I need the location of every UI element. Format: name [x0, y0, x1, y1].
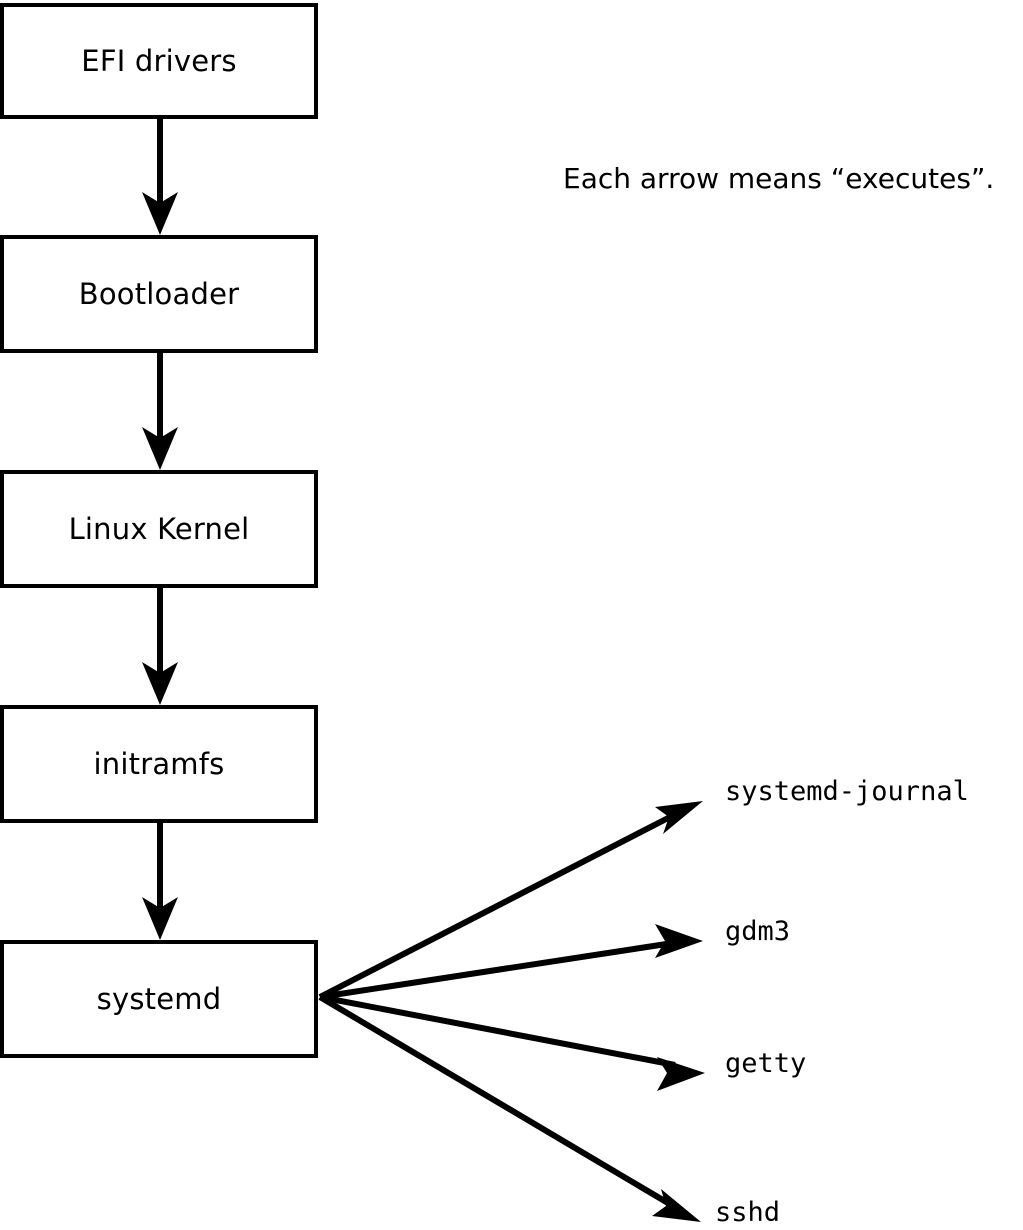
stage-box-bootloader[interactable]: Bootloader [0, 235, 318, 353]
arrow-systemd-to-gdm3 [319, 924, 703, 1000]
process-label-systemd-journal: systemd-journal [725, 776, 969, 807]
stage-box-efi-drivers[interactable]: EFI drivers [0, 3, 318, 119]
arrow-systemd-to-getty [319, 994, 705, 1091]
stage-label-linux-kernel: Linux Kernel [68, 511, 250, 546]
stage-box-initramfs[interactable]: initramfs [0, 705, 318, 823]
arrow-linux-kernel-to-initramfs [142, 588, 178, 705]
arrow-initramfs-to-systemd [142, 823, 178, 940]
stage-label-systemd: systemd [96, 981, 222, 1016]
stage-label-initramfs: initramfs [93, 746, 225, 781]
stage-box-linux-kernel[interactable]: Linux Kernel [0, 470, 318, 588]
arrow-systemd-to-sshd [318, 994, 701, 1222]
arrow-efi-drivers-to-bootloader [142, 119, 178, 235]
process-label-getty: getty [725, 1048, 807, 1079]
process-label-gdm3: gdm3 [725, 916, 791, 947]
stage-box-systemd[interactable]: systemd [0, 940, 318, 1058]
stage-label-efi-drivers: EFI drivers [81, 43, 237, 78]
arrow-systemd-to-systemd-journal [318, 801, 703, 1000]
stage-label-bootloader: Bootloader [78, 276, 240, 311]
arrow-bootloader-to-linux-kernel [142, 353, 178, 470]
process-label-sshd: sshd [715, 1197, 781, 1228]
diagram-caption: Each arrow means “executes”. [563, 162, 995, 195]
